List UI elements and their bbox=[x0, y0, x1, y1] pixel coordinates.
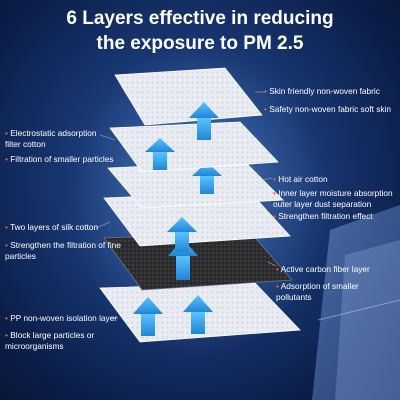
annotation-layer5-b: • Adsorption of smaller pollutants bbox=[276, 281, 359, 302]
up-arrow-icon bbox=[167, 217, 197, 252]
annotation-layer4-b: • Strengthen the filtration of fine part… bbox=[5, 240, 121, 261]
annotation-layer4-a: • Two layers of silk cotton bbox=[5, 222, 99, 232]
up-arrow-icon bbox=[133, 295, 213, 336]
layer-2 bbox=[109, 121, 279, 173]
annotation-layer6-b: • Block large particles or microorganism… bbox=[5, 330, 95, 351]
annotation-layer5-a: • Active carbon fiber layer bbox=[276, 264, 370, 274]
title-line-2: the exposure to PM 2.5 bbox=[96, 33, 304, 54]
layer-3 bbox=[107, 161, 284, 209]
annotation-layer6-a: • PP non-woven isolation layer bbox=[5, 313, 118, 323]
up-arrow-icon bbox=[145, 138, 175, 170]
leader-lines bbox=[95, 91, 277, 319]
up-arrow-icon bbox=[192, 162, 222, 194]
layer-6 bbox=[99, 282, 301, 343]
title-line-1: 6 Layers effective in reducing bbox=[66, 8, 334, 29]
annotation-layer3-a: • Hot air cotton bbox=[273, 174, 328, 184]
up-arrow-icon bbox=[189, 102, 219, 140]
annotation-layer3-b: • Inner layer moisture absorption outer … bbox=[273, 188, 393, 209]
annotation-layer2-b: • Filtration of smaller particles bbox=[5, 154, 114, 164]
annotation-layer1-b: • Safety non-woven fabric soft skin bbox=[264, 104, 391, 114]
annotation-layer2-a: • Electrostatic adsorption filter cotton bbox=[5, 128, 97, 149]
annotation-layer3-c: • Strengthen filtration effect bbox=[273, 211, 373, 221]
annotation-layer1-a: • Skin friendly non-woven fabric bbox=[264, 86, 380, 96]
layer-1 bbox=[114, 67, 263, 140]
